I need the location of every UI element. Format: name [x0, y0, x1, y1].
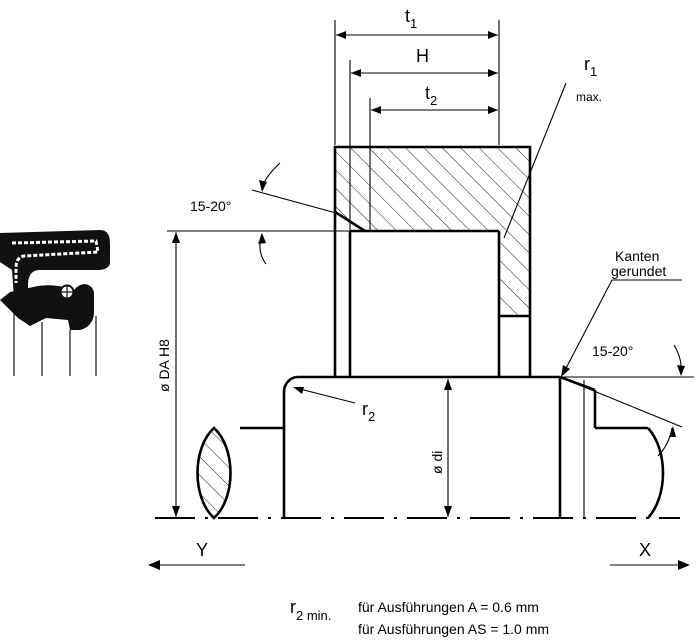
footnote-symbol: r2 min. [290, 597, 331, 623]
chamfer-angle-right [560, 344, 694, 457]
footnote-line-2: für Ausführungen AS = 1.0 mm [358, 621, 549, 637]
label-r1: r1 [584, 54, 597, 79]
dimension-lines-top [334, 20, 500, 230]
direction-arrow-y [148, 560, 245, 570]
seal-profile-icon [0, 230, 110, 376]
label-direction-x: X [639, 540, 651, 560]
chamfer-angle-left [167, 162, 350, 265]
label-direction-y: Y [196, 540, 208, 560]
label-angle-left: 15-20° [190, 198, 231, 214]
label-diameter-housing: ø DA H8 [156, 339, 172, 392]
diameter-housing-dimension [172, 232, 180, 517]
label-r2: r2 [362, 399, 375, 424]
edge-note-leader [561, 279, 682, 377]
label-angle-right: 15-20° [592, 343, 633, 359]
r2-leader [293, 387, 356, 404]
r1-leader [503, 82, 567, 239]
footnote-line-1: für Ausführungen A = 0.6 mm [358, 599, 539, 615]
label-edge-note-line1: Kanten [615, 248, 659, 264]
label-edge-note-line2: gerundet [611, 263, 666, 279]
direction-arrow-x [610, 560, 690, 570]
housing-section [333, 145, 532, 377]
label-t2: t2 [425, 83, 437, 108]
label-diameter-shaft: ø di [429, 451, 445, 474]
label-t1: t1 [405, 6, 417, 31]
diameter-shaft-dimension [444, 379, 452, 517]
label-H: H [416, 46, 429, 66]
label-r1-max: max. [576, 90, 602, 104]
shaft-section [155, 375, 680, 520]
